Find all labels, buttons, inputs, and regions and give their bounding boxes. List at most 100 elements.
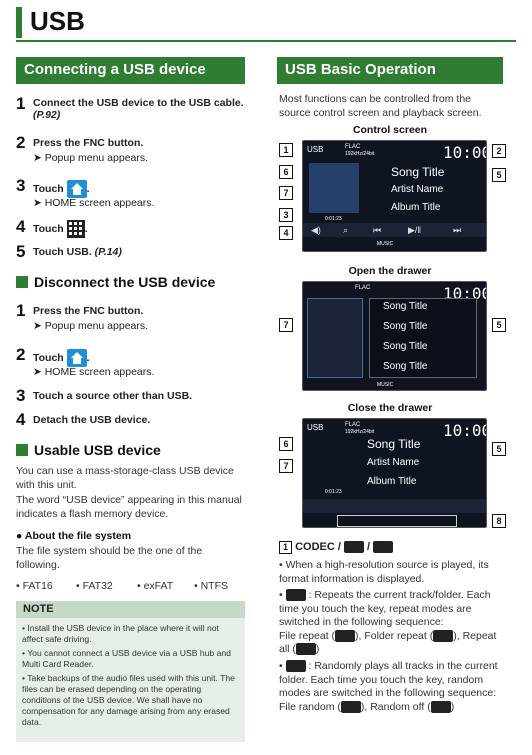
- play-time: 0:01:23: [325, 216, 342, 222]
- list-item[interactable]: Song Title: [383, 321, 428, 332]
- search-icon[interactable]: ⌕: [343, 225, 349, 235]
- album-art: [309, 163, 359, 213]
- repeat-all-icon: [295, 643, 316, 656]
- screen-caption: Open the drawer: [348, 265, 432, 277]
- step-text: Connect the USB device to the USB cable.…: [33, 97, 244, 121]
- note-item: • You cannot connect a USB device via a …: [22, 648, 231, 669]
- file-random-icon: [340, 700, 361, 713]
- list-item[interactable]: Song Title: [383, 341, 428, 352]
- song-title[interactable]: Song Title: [367, 437, 421, 451]
- song-title[interactable]: Song Title: [391, 165, 445, 179]
- section-connecting-title: Connecting a USB device: [16, 57, 245, 84]
- step-result: ➤ HOME screen appears.: [33, 366, 155, 378]
- step-number: 3: [16, 176, 26, 195]
- source-label: USB: [307, 423, 324, 432]
- callout-2: 2: [492, 144, 506, 158]
- step-number: 1: [16, 94, 26, 113]
- close-drawer-screen: USB FLAC 192kHz/24bit 10:00 Song Title A…: [302, 418, 487, 528]
- intro-text: Most functions can be controlled from th…: [279, 93, 482, 119]
- play-pause-icon[interactable]: ▶/‖: [408, 225, 422, 235]
- step-number: 3: [16, 386, 26, 405]
- song-list: [369, 298, 477, 378]
- callout-4: 4: [279, 226, 293, 240]
- music-label: MUSIC: [377, 241, 394, 247]
- callout-1: 1: [279, 143, 293, 157]
- list-item[interactable]: Song Title: [383, 301, 428, 312]
- file-system-text: The file system should be the one of the…: [16, 545, 203, 571]
- codec-paragraph: • When a high-resolution source is playe…: [279, 559, 489, 585]
- drawer-handle[interactable]: [337, 515, 457, 527]
- home-icon: [66, 180, 87, 198]
- section-basic-operation-title: USB Basic Operation: [277, 57, 503, 84]
- step-number: 5: [16, 242, 26, 261]
- codec-label: FLAC: [345, 422, 361, 428]
- step-number: 4: [16, 410, 26, 429]
- section-marker-icon: [16, 444, 28, 456]
- open-drawer-screen: FLAC 10:00 Song Title Song Title Song Ti…: [302, 281, 487, 391]
- step-text: Press the FNC button.: [33, 305, 144, 317]
- note-item: • Install the USB device in the place wh…: [22, 623, 219, 644]
- source-label: USB: [307, 145, 324, 154]
- callout-7: 7: [279, 318, 293, 332]
- album-title[interactable]: Album Title: [391, 202, 441, 213]
- artist-name[interactable]: Artist Name: [391, 184, 444, 195]
- step-result: ➤ Popup menu appears.: [33, 152, 149, 164]
- page-reference[interactable]: (P.92): [33, 109, 61, 121]
- usable-paragraph: The word “USB device” appearing in this …: [16, 494, 242, 520]
- step-number: 2: [16, 345, 26, 364]
- rate-label: 192kHz/24bit: [345, 429, 375, 435]
- step-result: ➤ Popup menu appears.: [33, 320, 149, 332]
- clock: 10:00: [443, 421, 487, 440]
- random-paragraph: • : Randomly plays all tracks in the cur…: [279, 660, 498, 713]
- repeat-icon: [343, 541, 364, 554]
- control-bar: ◀) ⌕ ⏮ ▶/‖ ⏭: [303, 223, 486, 237]
- step-number: 4: [16, 217, 26, 236]
- music-label: MUSIC: [377, 382, 394, 388]
- section-usable-title: Usable USB device: [16, 442, 161, 458]
- section-disconnect-title: Disconnect the USB device: [16, 274, 215, 290]
- callout-7: 7: [279, 186, 293, 200]
- clock: 10:00: [443, 143, 487, 162]
- artist-name[interactable]: Artist Name: [367, 457, 420, 468]
- fs-item: • NTFS: [194, 580, 229, 592]
- fs-item: • FAT32: [76, 580, 113, 592]
- codec-label: FLAC: [345, 144, 361, 150]
- folder-repeat-icon: [433, 629, 454, 642]
- codec-heading: 1 CODEC / /: [279, 541, 394, 554]
- usable-paragraph: You can use a mass-storage-class USB dev…: [16, 465, 234, 491]
- note-item: • Take backups of the audio files used w…: [22, 673, 235, 727]
- step-text: Press the FNC button.: [33, 137, 144, 149]
- volume-icon[interactable]: ◀): [311, 225, 321, 235]
- callout-6: 6: [279, 165, 293, 179]
- title-underline: [16, 40, 516, 42]
- step-text: Touch .: [33, 220, 88, 238]
- shuffle-icon: [285, 660, 306, 673]
- next-icon[interactable]: ⏭: [453, 225, 462, 235]
- file-repeat-icon: [335, 629, 356, 642]
- callout-5: 5: [492, 318, 506, 332]
- title-accent-bar: [16, 7, 22, 38]
- callout-5: 5: [492, 442, 506, 456]
- callout-5: 5: [492, 168, 506, 182]
- step-text: Touch a source other than USB.: [33, 390, 193, 402]
- step-text: Touch USB. (P.14): [33, 246, 122, 258]
- list-item[interactable]: Song Title: [383, 361, 428, 372]
- home-icon: [66, 349, 87, 367]
- note-box: [16, 601, 245, 742]
- codec-label: FLAC: [355, 285, 371, 291]
- note-title: NOTE: [16, 601, 245, 618]
- drawer-panel[interactable]: [307, 298, 363, 378]
- section-marker-icon: [16, 276, 28, 288]
- callout-7: 7: [279, 459, 293, 473]
- control-bar: [303, 499, 486, 513]
- fs-item: • FAT16: [16, 580, 53, 592]
- previous-icon[interactable]: ⏮: [373, 225, 382, 235]
- grid-menu-icon: [66, 220, 85, 238]
- page-reference[interactable]: (P.14): [94, 246, 122, 258]
- album-title[interactable]: Album Title: [367, 476, 417, 487]
- screen-caption: Close the drawer: [347, 402, 433, 414]
- step-number: 2: [16, 133, 26, 152]
- step-result: ➤ HOME screen appears.: [33, 197, 155, 209]
- step-number: 1: [16, 301, 26, 320]
- page-title: USB: [30, 6, 85, 36]
